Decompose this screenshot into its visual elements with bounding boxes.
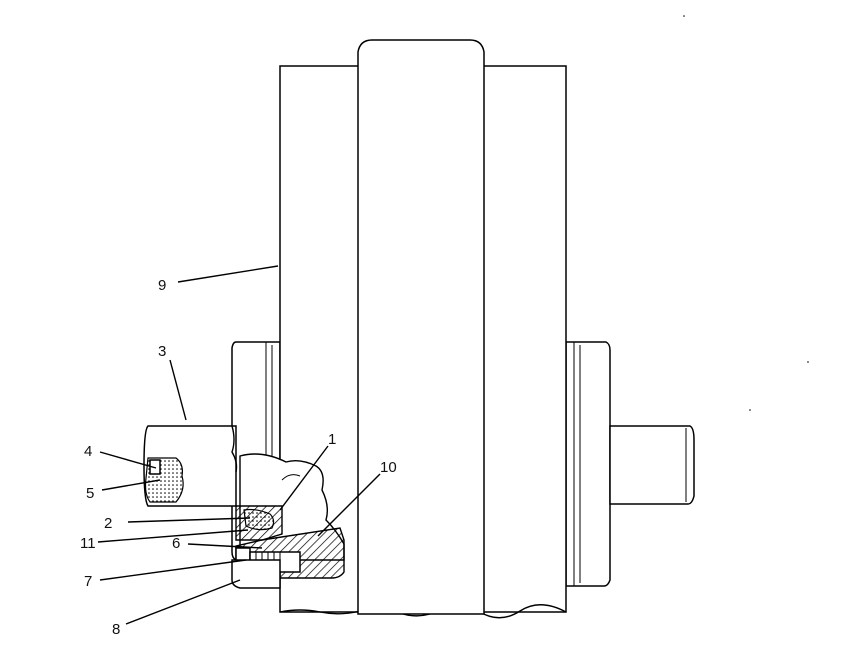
callout-9: 9 bbox=[158, 277, 166, 294]
plug-section bbox=[144, 457, 184, 503]
speck bbox=[683, 15, 685, 17]
callout-11: 11 bbox=[80, 535, 96, 552]
callout-5: 5 bbox=[86, 485, 94, 502]
roller-tread bbox=[357, 39, 485, 615]
callout-2: 2 bbox=[104, 515, 112, 532]
callout-1: 1 bbox=[328, 431, 336, 448]
callout-8: 8 bbox=[112, 621, 120, 638]
callout-3: 3 bbox=[158, 343, 166, 360]
speck bbox=[807, 361, 809, 363]
right-hub bbox=[565, 341, 611, 587]
speck bbox=[749, 409, 751, 411]
callout-6: 6 bbox=[172, 535, 180, 552]
leader-lines bbox=[97, 265, 381, 625]
callout-7: 7 bbox=[84, 573, 92, 590]
callout-4: 4 bbox=[84, 443, 92, 460]
right-shaft bbox=[609, 425, 695, 505]
seal-assembly bbox=[235, 505, 283, 541]
lower-collar bbox=[231, 559, 281, 589]
callout-10: 10 bbox=[380, 459, 397, 476]
